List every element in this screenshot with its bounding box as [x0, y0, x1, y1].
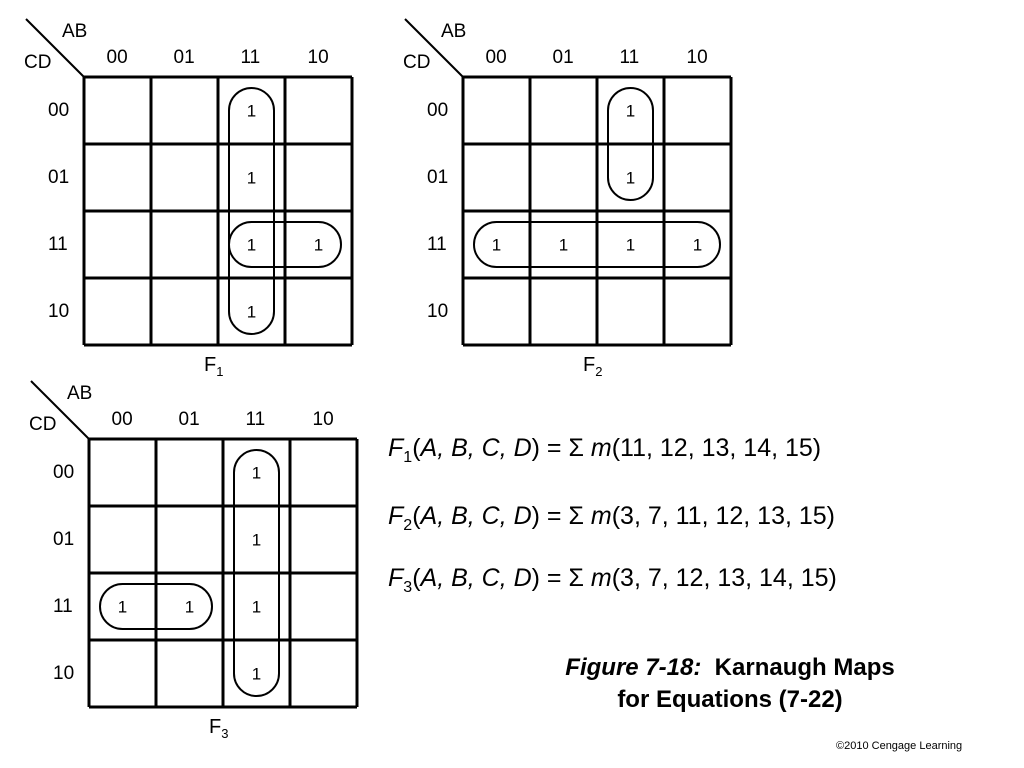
caption-line1: Karnaugh Maps — [714, 654, 895, 681]
variable-label-cd: CD — [24, 52, 52, 73]
cell-value-one: 1 — [246, 235, 257, 254]
cell-value-one: 1 — [246, 302, 257, 321]
row-label: 11 — [48, 233, 68, 255]
cell-value-one: 1 — [625, 168, 636, 187]
map-function-name: F2 — [583, 354, 603, 379]
row-label: 01 — [48, 166, 70, 188]
figure-number: Figure 7-18: — [565, 654, 702, 681]
cell-value-one: 1 — [251, 664, 262, 683]
cell-value-one: 1 — [558, 235, 569, 254]
cell-value-one: 1 — [117, 597, 128, 616]
grouping-loop — [228, 221, 342, 268]
row-label: 10 — [48, 300, 70, 322]
cell-value-one: 1 — [251, 530, 262, 549]
corner-diagonal — [25, 18, 85, 78]
corner-diagonal — [30, 380, 90, 440]
caption-line2: for Equations (7-22) — [617, 686, 843, 713]
row-label: 10 — [427, 300, 449, 322]
column-label: 01 — [552, 47, 574, 68]
variable-label-cd: CD — [403, 52, 431, 73]
grouping-loop — [233, 449, 280, 697]
grouping-loop — [607, 87, 654, 201]
column-label: 01 — [173, 47, 195, 68]
kmap-grid — [25, 18, 354, 347]
variable-label-cd: CD — [29, 414, 57, 435]
column-label: 00 — [111, 409, 133, 430]
row-label: 01 — [53, 528, 75, 550]
row-label: 11 — [427, 233, 447, 255]
column-label: 10 — [312, 409, 334, 430]
cell-value-one: 1 — [251, 463, 262, 482]
grouping-loop — [473, 221, 721, 268]
equation-f3: F3(A, B, C, D) = Σ m(3, 7, 12, 13, 14, 1… — [388, 564, 837, 597]
corner-diagonal — [404, 18, 464, 78]
variable-label-ab: AB — [441, 21, 467, 42]
figure-caption: Figure 7-18: Karnaugh Maps for Equations… — [470, 652, 990, 716]
variable-label-ab: AB — [62, 21, 88, 42]
row-label: 00 — [48, 99, 70, 121]
column-label: 11 — [245, 409, 266, 430]
cell-value-one: 1 — [625, 235, 636, 254]
cell-value-one: 1 — [692, 235, 703, 254]
grouping-loop — [228, 87, 275, 335]
column-label: 00 — [485, 47, 507, 68]
grouping-loop — [99, 583, 213, 630]
cell-value-one: 1 — [251, 597, 262, 616]
cell-value-one: 1 — [246, 168, 257, 187]
column-label: 01 — [178, 409, 200, 430]
cell-value-one: 1 — [246, 101, 257, 120]
cell-value-one: 1 — [184, 597, 195, 616]
column-label: 00 — [106, 47, 128, 68]
column-label: 11 — [240, 47, 261, 68]
column-label: 10 — [686, 47, 708, 68]
map-function-name: F1 — [204, 354, 224, 379]
map-function-name: F3 — [209, 716, 229, 741]
row-label: 10 — [53, 662, 75, 684]
row-label: 00 — [53, 461, 75, 483]
cell-value-one: 1 — [491, 235, 502, 254]
equation-f2: F2(A, B, C, D) = Σ m(3, 7, 11, 12, 13, 1… — [388, 502, 836, 535]
column-label: 11 — [619, 47, 640, 68]
row-label: 00 — [427, 99, 449, 121]
equation-f1: F1(A, B, C, D) = Σ m(11, 12, 13, 14, 15) — [388, 434, 822, 467]
column-label: 10 — [307, 47, 329, 68]
row-label: 11 — [53, 595, 73, 617]
cell-value-one: 1 — [625, 101, 636, 120]
variable-label-ab: AB — [67, 383, 93, 404]
row-label: 01 — [427, 166, 449, 188]
kmap-grid — [30, 380, 359, 709]
kmap-grid — [404, 18, 733, 347]
cell-value-one: 1 — [313, 235, 324, 254]
copyright-credit: ©2010 Cengage Learning — [836, 740, 963, 752]
